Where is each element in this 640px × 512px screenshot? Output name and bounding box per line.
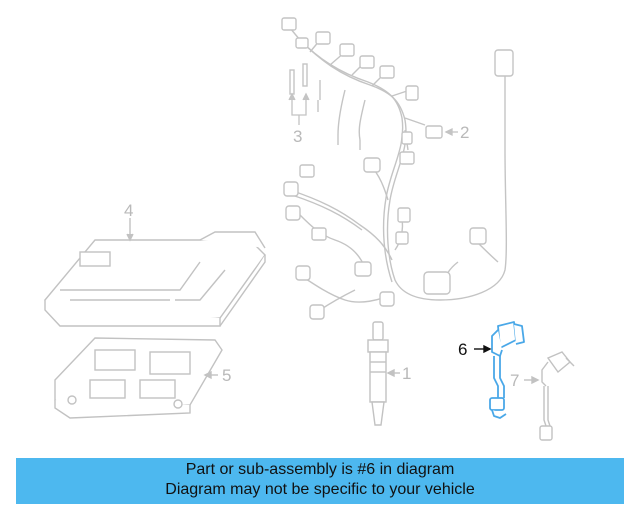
leader-2 [444,127,458,137]
harness-connectors [281,17,514,320]
callout-5: 5 [222,366,232,385]
callout-3: 3 [293,127,303,146]
glow-plug [367,321,400,426]
highlighted-sensor [489,321,525,419]
mounting-bracket [54,337,223,419]
callout-6: 6 [458,340,468,359]
ecu-module [44,218,266,327]
banner-line-2: Diagram may not be specific to your vehi… [165,481,475,498]
parts-diagram [44,17,575,441]
sensor-7 [524,351,575,441]
banner-line-1: Part or sub-assembly is #6 in diagram [185,461,455,478]
callout-4: 4 [124,201,134,220]
callout-1: 1 [402,364,412,383]
callout-7: 7 [510,371,520,390]
info-banner: Part or sub-assembly is #6 in diagram Di… [16,458,624,504]
callout-2: 2 [460,123,470,142]
wiring-harness [289,27,508,311]
leader-3 [288,92,310,125]
leader-6 [474,344,492,354]
